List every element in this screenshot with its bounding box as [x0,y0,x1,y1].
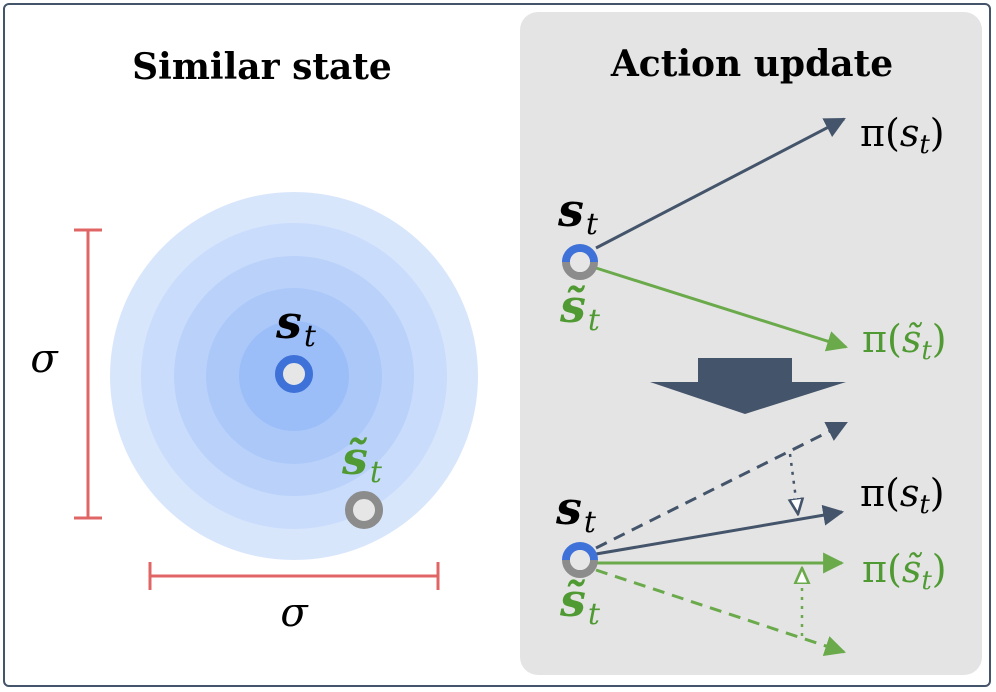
update-down-arrow [650,358,846,414]
bottom-similar-policy-label: π(s̃t) [862,547,947,596]
state-label: st [275,295,317,354]
sigma-vertical-label: σ [30,336,59,382]
policy-shift-arrow [790,453,798,514]
similar-state-title: Similar state [132,46,392,88]
similar-state-label: s̃t [341,431,383,490]
top-similar-state-label: s̃t [559,279,601,338]
bottom-policy-label: π(st) [860,471,945,520]
top-policy-label: π(st) [860,111,945,160]
old-policy-arrow [595,421,848,550]
action-update-title: Action update [610,43,893,85]
bottom-state-pair-point [562,542,598,578]
top-similar-policy-label: π(s̃t) [862,317,947,366]
old-similar-policy-arrow [595,568,846,657]
bottom-similar-state-label: s̃t [559,573,601,632]
state-point [275,355,313,393]
sigma-horizontal-label: σ [280,590,309,636]
sigma-horizontal-bar [148,562,440,590]
bottom-state-label: st [555,481,597,540]
state-pair-point [562,244,598,280]
similar-policy-arrow [595,266,849,352]
top-state-label: st [557,183,599,242]
updated-policy-arrow [595,504,845,556]
policy-arrow [595,117,846,250]
similar-state-point [345,491,383,529]
sigma-vertical-bar [74,228,102,520]
